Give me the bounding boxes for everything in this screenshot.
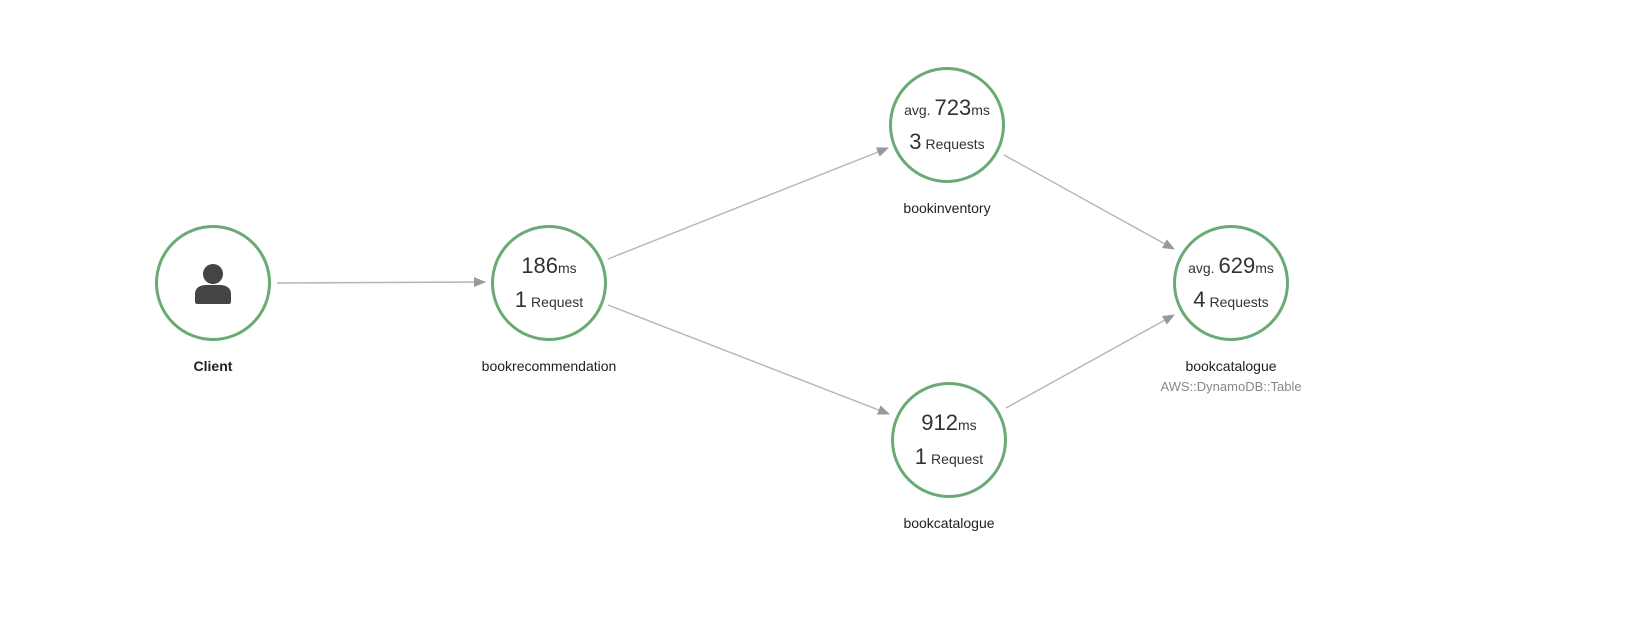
edge-client-to-bookrecommendation[interactable] xyxy=(276,277,486,288)
requests-metric: 3 Requests xyxy=(909,129,984,155)
latency-value: 723 xyxy=(934,95,972,120)
requests-count: 4 xyxy=(1193,287,1206,312)
latency-prefix: avg. xyxy=(1188,260,1215,276)
bookcatalogue-service-node[interactable]: 912 ms 1 Request xyxy=(891,382,1007,498)
requests-label: Request xyxy=(931,451,984,467)
latency-value: 629 xyxy=(1218,253,1256,278)
latency-value: 912 xyxy=(921,410,959,435)
latency-metric: 186 ms xyxy=(521,253,576,279)
requests-count: 1 xyxy=(914,444,928,469)
bookinventory-label: bookinventory xyxy=(903,200,991,216)
latency-metric: 912 ms xyxy=(921,410,976,436)
bookcatalogue-service-label: bookcatalogue xyxy=(903,515,995,531)
requests-label: Requests xyxy=(1209,294,1269,310)
requests-count: 1 xyxy=(514,287,528,312)
latency-prefix: avg. xyxy=(904,102,931,118)
latency-metric: avg. 723 ms xyxy=(904,95,990,121)
requests-label: Requests xyxy=(925,136,985,152)
requests-metric: 4 Requests xyxy=(1193,287,1268,313)
requests-count: 3 xyxy=(909,129,922,154)
edge-bookinventory-to-bookcatalogue-table[interactable] xyxy=(1003,154,1175,250)
requests-metric: 1 Request xyxy=(515,287,583,313)
bookinventory-node[interactable]: avg. 723 ms 3 Requests xyxy=(889,67,1005,183)
user-icon xyxy=(195,264,231,304)
bookcatalogue-table-type: AWS::DynamoDB::Table xyxy=(1160,379,1302,394)
bookcatalogue-table-label: bookcatalogue xyxy=(1185,358,1277,374)
edge-bookrecommendation-to-bookinventory[interactable] xyxy=(607,147,889,260)
latency-value: 186 xyxy=(521,253,559,278)
bookcatalogue-table-node[interactable]: avg. 629 ms 4 Requests xyxy=(1173,225,1289,341)
requests-label: Request xyxy=(531,294,584,310)
bookrecommendation-label: bookrecommendation xyxy=(481,358,617,374)
client-label: Client xyxy=(193,358,233,374)
edge-bookcatalogue-to-bookcatalogue-table[interactable] xyxy=(1005,314,1175,409)
latency-unit: ms xyxy=(558,260,577,276)
requests-metric: 1 Request xyxy=(915,444,983,470)
client-node[interactable] xyxy=(155,225,271,341)
latency-unit: ms xyxy=(958,417,977,433)
latency-unit: ms xyxy=(971,102,990,118)
latency-metric: avg. 629 ms xyxy=(1188,253,1274,279)
latency-unit: ms xyxy=(1255,260,1274,276)
edge-bookrecommendation-to-bookcatalogue[interactable] xyxy=(607,304,890,415)
bookrecommendation-node[interactable]: 186 ms 1 Request xyxy=(491,225,607,341)
